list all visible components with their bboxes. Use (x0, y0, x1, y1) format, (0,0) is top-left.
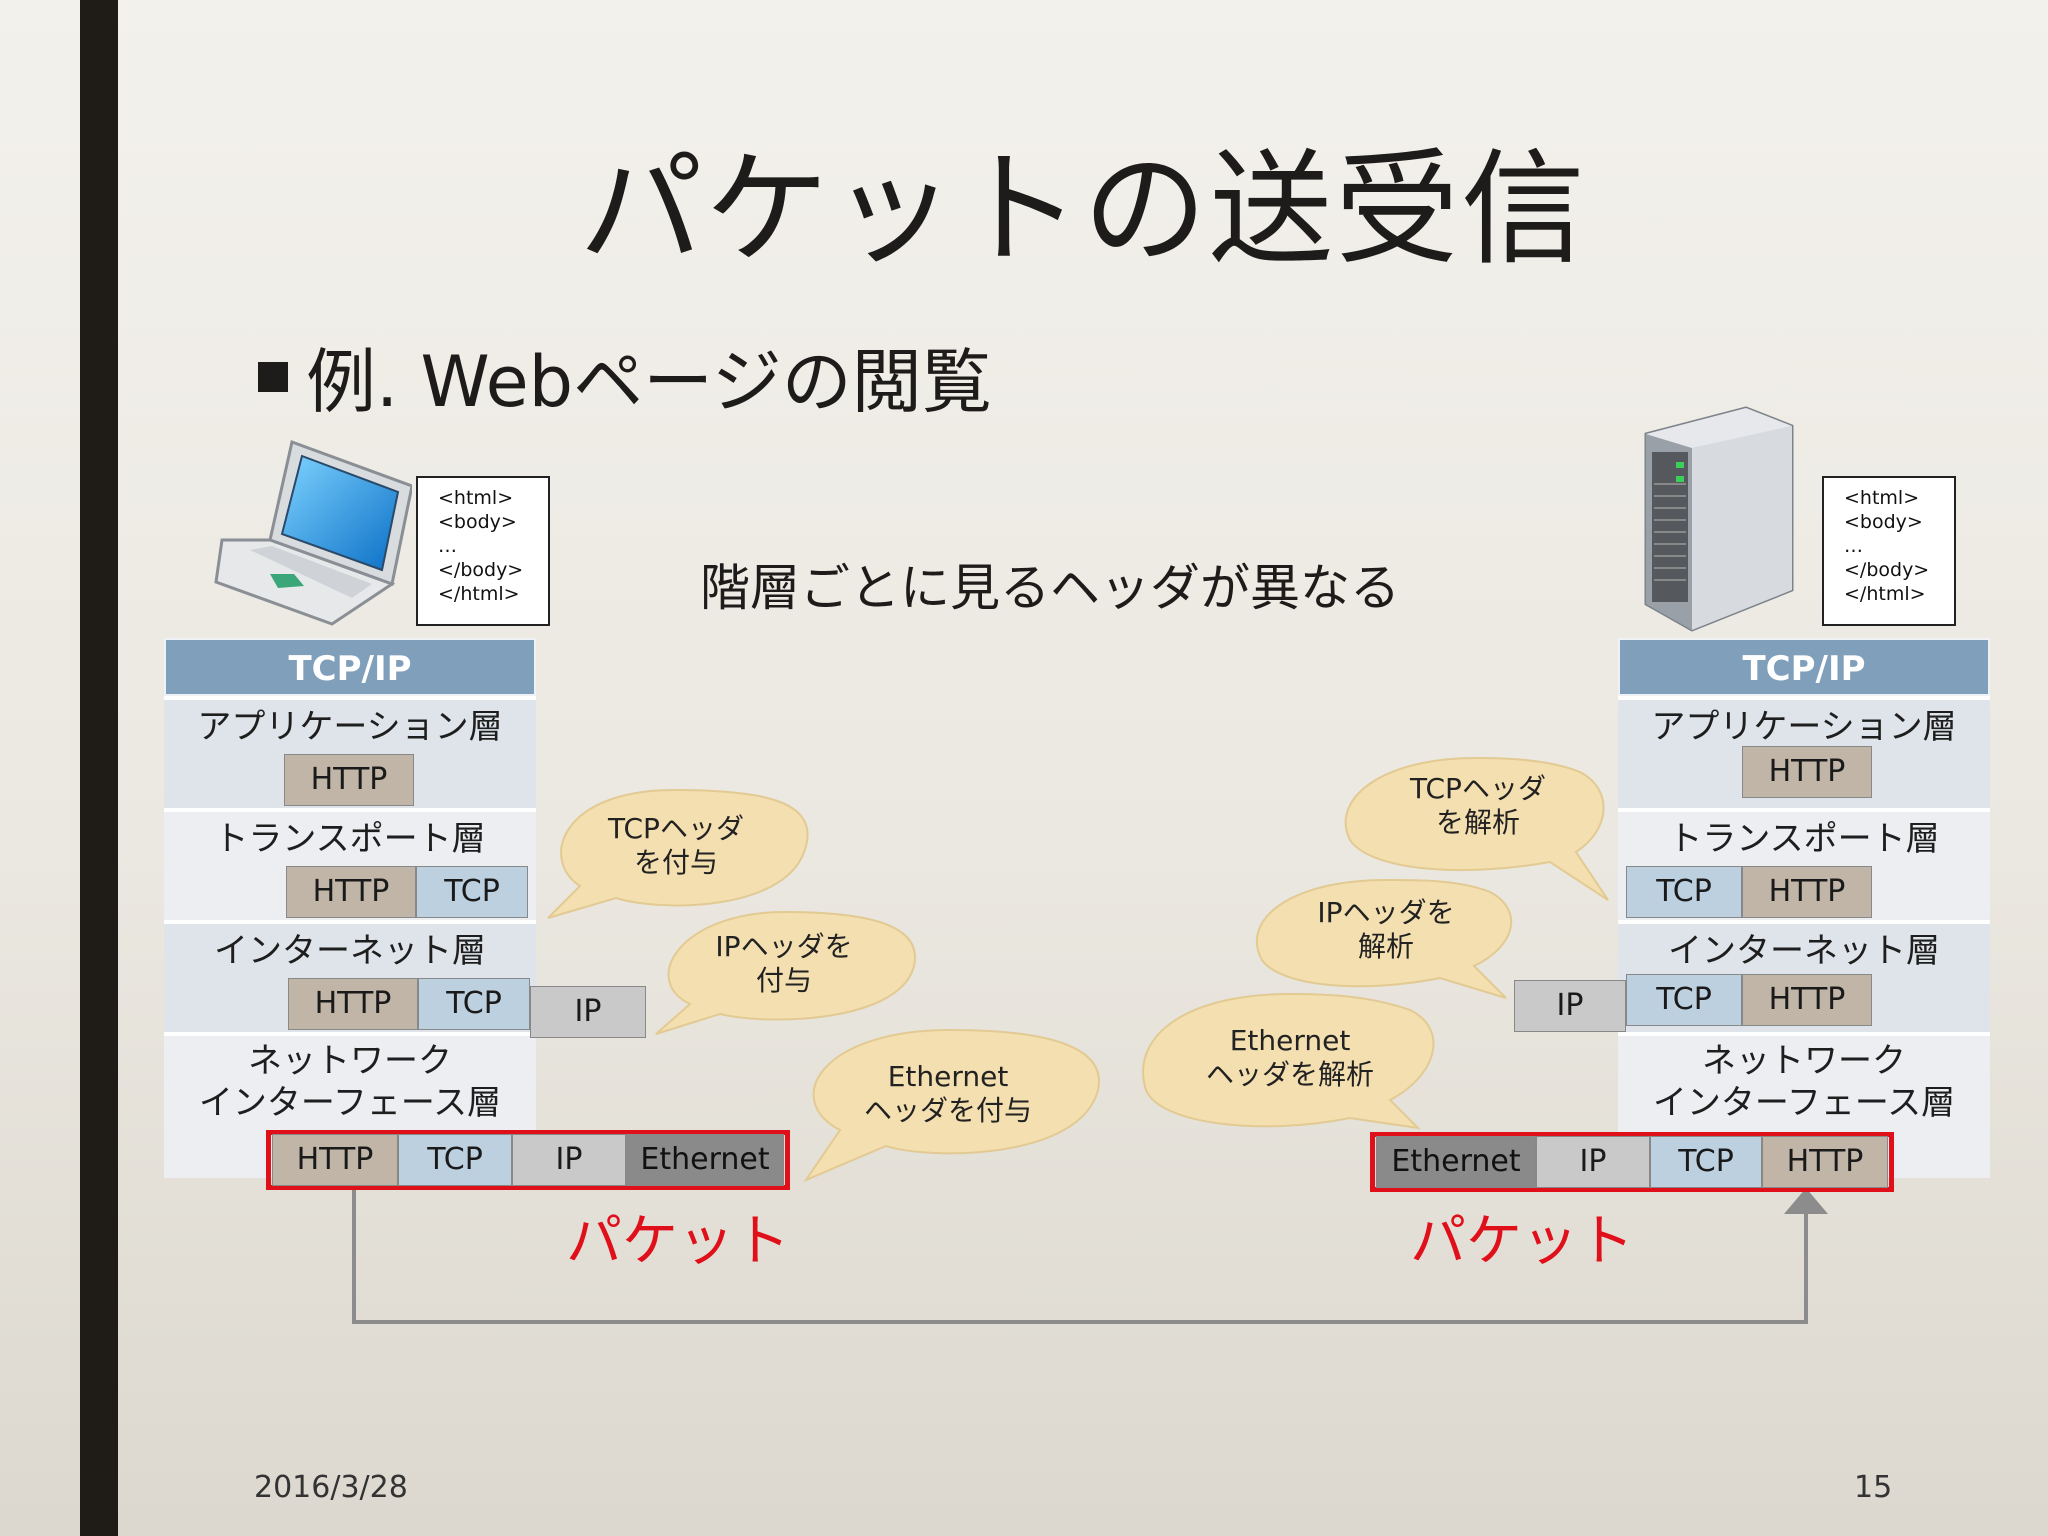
layer-label-line: ネットワーク (1702, 1041, 1906, 1081)
html-line: <body> (438, 511, 517, 533)
html-line: </body> (1844, 559, 1930, 581)
bubble-ip-parse (1255, 878, 1513, 999)
bubble-line: ヘッダを付与 (863, 1094, 1032, 1127)
bubble-text-tcp-parse: TCPヘッダ を解析 (1378, 772, 1578, 840)
laptop-icon (214, 440, 412, 626)
arrow-head-icon (1784, 1188, 1828, 1214)
bubble-eth-add (803, 1028, 1100, 1183)
bubble-eth-parse (1142, 992, 1435, 1130)
layer-label: トランスポート層 (214, 819, 486, 859)
slide-page-number: 15 (1854, 1470, 1893, 1505)
tcp-header-box: TCP (416, 866, 528, 918)
tcp-header-box: TCP (1650, 1136, 1762, 1188)
http-header-box: HTTP (1742, 866, 1872, 918)
bubble-line: IPヘッダを (715, 930, 853, 963)
http-header-box: HTTP (1742, 974, 1872, 1026)
bubble-tcp-parse (1344, 756, 1609, 901)
http-header-box: HTTP (284, 754, 414, 806)
bubble-line: IPヘッダを (1317, 896, 1455, 929)
layer-label: インターネット層 (1668, 931, 1940, 971)
bubble-text-tcp-add: TCPヘッダ を付与 (576, 812, 776, 880)
bubble-line: を付与 (633, 846, 718, 879)
slide-date: 2016/3/28 (254, 1470, 408, 1505)
html-line: </body> (438, 559, 524, 581)
stack-header: TCP/IP (1618, 638, 1990, 696)
bubble-line: 付与 (755, 964, 812, 997)
tcpip-stack-sender: TCP/IP アプリケーション層 HTTP トランスポート層 HTTP TCP … (164, 638, 536, 1178)
layer-label: トランスポート層 (1668, 819, 1940, 859)
application-layer: アプリケーション層 HTTP (164, 696, 536, 808)
http-header-box: HTTP (272, 1134, 398, 1186)
html-line: <body> (1844, 511, 1923, 533)
internet-layer: インターネット層 HTTP TCP (164, 920, 536, 1032)
layer-label-line: インターフェース層 (198, 1083, 502, 1123)
packet-highlight-sender (266, 1130, 790, 1190)
bubble-text-ip-add: IPヘッダを 付与 (684, 930, 884, 998)
bullet-square-icon (258, 361, 288, 392)
bubble-line: TCPヘッダ (608, 812, 744, 845)
ip-header-box: IP (530, 986, 646, 1038)
packet-highlight-receiver (1370, 1132, 1894, 1192)
html-line: <html> (438, 487, 514, 509)
layer-label-line: インターフェース層 (1652, 1083, 1956, 1123)
packet-transfer-arrow (352, 1186, 1808, 1324)
slide-title: パケットの送受信 (578, 138, 1587, 282)
html-line: <html> (1844, 487, 1920, 509)
tcp-header-box: TCP (398, 1134, 512, 1186)
packet-label-receiver: パケット (1410, 1209, 1634, 1274)
transport-layer: トランスポート層 HTTP TCP (164, 808, 536, 920)
stack-header: TCP/IP (164, 638, 536, 696)
packet-label-sender: パケット (566, 1209, 790, 1274)
bubble-line: ヘッダを解析 (1205, 1058, 1374, 1091)
bubble-line: 解析 (1357, 930, 1414, 963)
layer-label: ネットワーク インターフェース層 (1618, 1040, 1990, 1124)
tcp-header-box: TCP (418, 978, 530, 1030)
http-header-box: HTTP (1742, 746, 1872, 798)
bubble-line: Ethernet (887, 1060, 1009, 1093)
layer-label-line: ネットワーク (248, 1041, 452, 1081)
http-header-box: HTTP (286, 866, 416, 918)
bubble-line: を解析 (1435, 806, 1520, 839)
layer-label: インターネット層 (214, 931, 486, 971)
html-line: … (1844, 535, 1863, 557)
bubble-tcp-add (547, 788, 809, 919)
html-document-server: <html> <body> … </body> </html> (1822, 476, 1956, 626)
bullet-text: 例. Webページの閲覧 (306, 341, 992, 423)
bullet-item: 例. Webページの閲覧 (258, 326, 992, 427)
transport-layer: トランスポート層 TCP HTTP (1618, 808, 1990, 920)
diagram-caption: 階層ごとに見るヘッダが異なる (700, 559, 1400, 617)
tcpip-stack-receiver: TCP/IP アプリケーション層 HTTP トランスポート層 TCP HTTP … (1618, 638, 1990, 1178)
layer-label: アプリケーション層 (197, 707, 503, 747)
bubble-ip-add (655, 910, 917, 1035)
html-line: </html> (1844, 583, 1926, 605)
slide-sidebar-bar (80, 0, 118, 1536)
tcp-header-box: TCP (1626, 866, 1742, 918)
internet-layer: インターネット層 TCP HTTP (1618, 920, 1990, 1032)
bubble-line: Ethernet (1229, 1024, 1351, 1057)
bubble-text-eth-add: Ethernet ヘッダを付与 (838, 1060, 1058, 1128)
html-document-client: <html> <body> … </body> </html> (416, 476, 550, 626)
http-header-box: HTTP (288, 978, 418, 1030)
tcp-header-box: TCP (1626, 974, 1742, 1026)
ip-header-box: IP (1536, 1136, 1650, 1188)
http-header-box: HTTP (1762, 1136, 1888, 1188)
html-line: … (438, 535, 457, 557)
ip-header-box: IP (1514, 980, 1626, 1032)
layer-label: アプリケーション層 (1651, 707, 1957, 747)
ip-header-box: IP (512, 1134, 626, 1186)
ethernet-header-box: Ethernet (626, 1134, 784, 1186)
html-line: </html> (438, 583, 520, 605)
bubble-line: TCPヘッダ (1410, 772, 1546, 805)
application-layer: アプリケーション層 HTTP (1618, 696, 1990, 808)
server-tower-icon (1644, 406, 1794, 632)
layer-label: ネットワーク インターフェース層 (164, 1040, 536, 1124)
bubble-text-eth-parse: Ethernet ヘッダを解析 (1180, 1024, 1400, 1092)
bubble-text-ip-parse: IPヘッダを 解析 (1286, 896, 1486, 964)
ethernet-header-box: Ethernet (1376, 1136, 1536, 1188)
